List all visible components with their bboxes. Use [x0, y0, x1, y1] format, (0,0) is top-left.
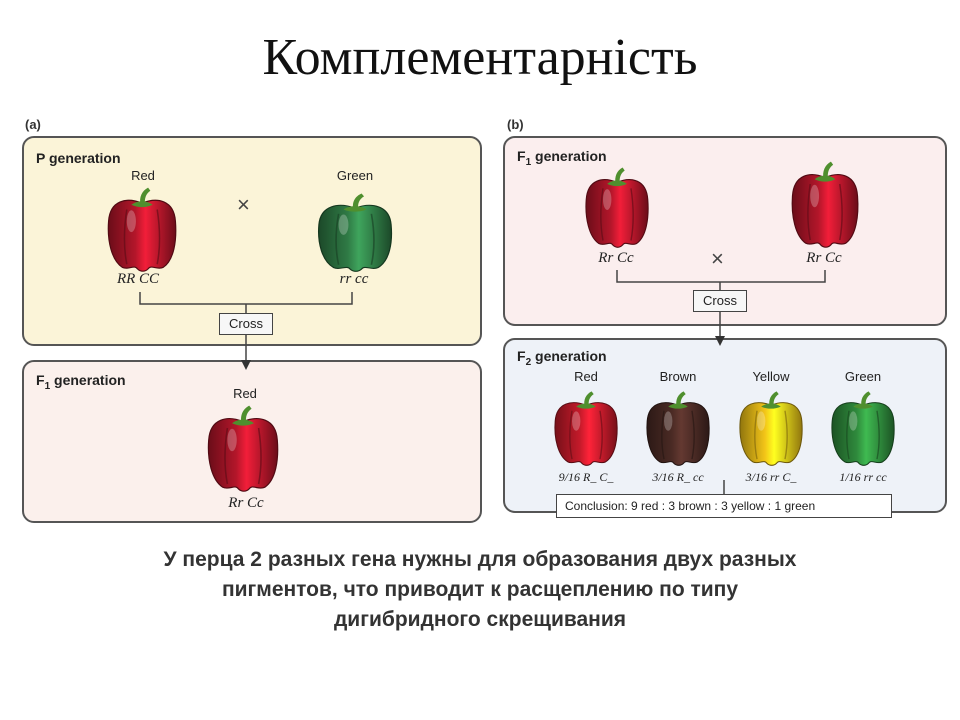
f1-generation-label-a: F1 generation — [36, 372, 126, 392]
pepper-icon — [314, 192, 396, 272]
pepper-icon — [788, 160, 862, 248]
f1-left-genotype-b: Rr Cc — [598, 250, 634, 266]
pepper-icon — [736, 390, 806, 466]
f2-label-green: Green — [844, 369, 882, 384]
f2-label-red: Red — [574, 369, 598, 384]
p-red-genotype: RR CC — [116, 271, 160, 287]
page-title: Комплементарність — [262, 29, 698, 86]
p-red-label: Red — [131, 168, 155, 183]
f1-red-label: Red — [233, 386, 257, 401]
cross-arrow-icon — [241, 360, 251, 370]
cross-bracket-b — [616, 270, 826, 283]
pepper-icon — [104, 186, 180, 272]
f2-label-yellow: Yellow — [752, 369, 790, 384]
p-green-label: Green — [336, 168, 374, 183]
f2-genotype-brown: 3/16 R_ cc — [652, 470, 704, 484]
cross-label-b: Cross — [693, 290, 747, 312]
f2-label-brown: Brown — [659, 369, 697, 384]
cross-symbol-b: × — [711, 246, 724, 271]
pepper-icon — [551, 390, 621, 466]
f1-genotype-a: Rr Cc — [228, 495, 264, 511]
cross-symbol-a: × — [237, 192, 250, 217]
panel-b-tag: (b) — [507, 117, 524, 132]
cross-label-a: Cross — [219, 313, 273, 335]
f1-generation-label-b: F1 generation — [517, 148, 607, 168]
f2-genotype-yellow: 3/16 rr C_ — [745, 470, 797, 484]
caption-text: У перца 2 разных гена нужны для образова… — [163, 548, 797, 631]
f2-generation-label: F2 generation — [517, 348, 607, 368]
pepper-icon — [828, 390, 898, 466]
pepper-icon — [582, 166, 652, 248]
pepper-icon — [643, 390, 713, 466]
p-generation-box: P generation — [22, 136, 482, 346]
cross-arrow-icon — [715, 336, 725, 346]
conclusion-box: Conclusion: 9 red : 3 brown : 3 yellow :… — [556, 494, 892, 518]
f2-genotype-green: 1/16 rr cc — [839, 470, 887, 484]
pepper-icon — [204, 404, 282, 492]
panel-a-tag: (a) — [25, 117, 41, 132]
f2-genotype-red: 9/16 R_ C_ — [558, 470, 614, 484]
p-green-genotype: rr cc — [339, 271, 369, 287]
f1-right-genotype-b: Rr Cc — [806, 250, 842, 266]
p-generation-label: P generation — [36, 150, 121, 166]
cross-bracket-a — [139, 292, 353, 305]
